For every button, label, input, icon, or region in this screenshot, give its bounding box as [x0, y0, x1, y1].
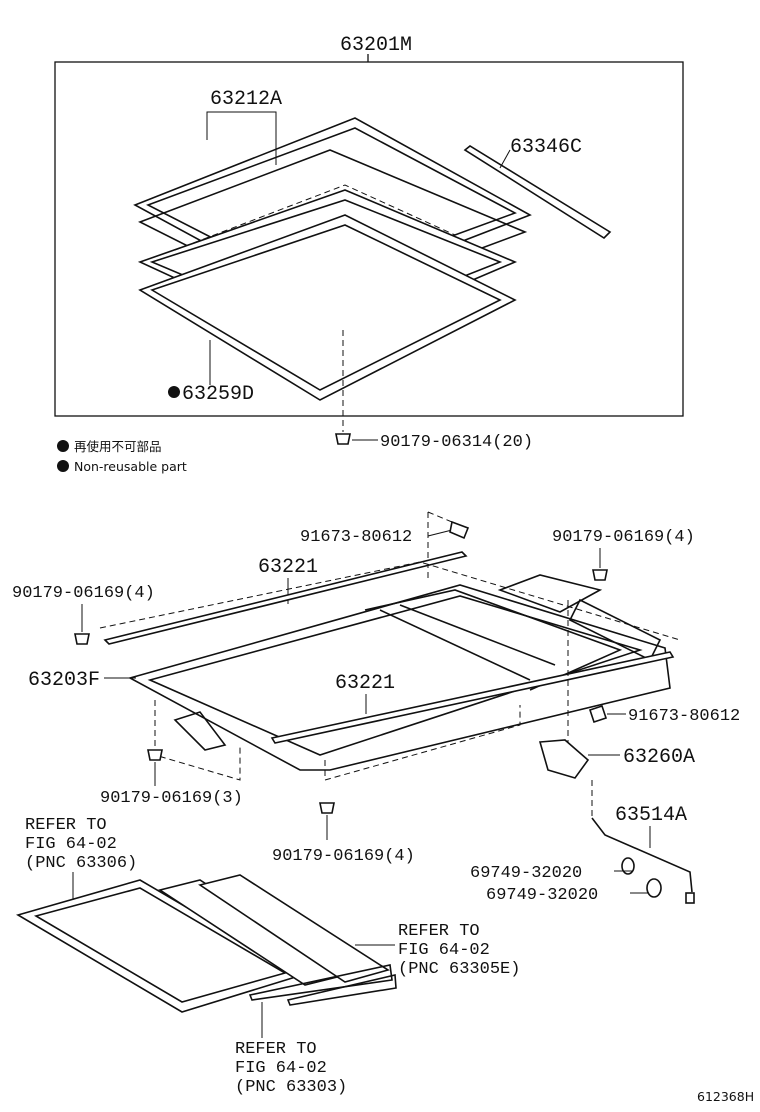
housing-dashline-left — [154, 700, 241, 781]
housing-63203f — [127, 574, 671, 771]
label-63221-upper[interactable]: 63221 — [258, 556, 318, 579]
label-91673-80612-top[interactable]: 91673-80612 — [300, 528, 412, 547]
sunshade-panels — [15, 874, 397, 1013]
ref1-line3[interactable]: (PNC 63306) — [25, 854, 137, 873]
ref1-line1[interactable]: REFER TO — [25, 816, 107, 835]
screw-91673-top — [449, 520, 470, 540]
ref2-line2[interactable]: FIG 64-02 — [398, 941, 490, 960]
drain-63221-lower — [270, 651, 675, 744]
label-69749-32020-a[interactable]: 69749-32020 — [470, 864, 582, 883]
clip-90179-bl — [147, 749, 163, 761]
ref3-line1[interactable]: REFER TO — [235, 1040, 317, 1059]
hose-63514a — [591, 817, 693, 893]
label-90179-06314[interactable]: 90179-06314(20) — [380, 433, 533, 452]
label-63514a[interactable]: 63514A — [615, 804, 687, 827]
label-63260a[interactable]: 63260A — [623, 746, 695, 769]
label-90179-06169-left[interactable]: 90179-06169(4) — [12, 584, 155, 603]
screw-top-dashline2 — [427, 511, 453, 523]
ref2-line1[interactable]: REFER TO — [398, 922, 480, 941]
assy-frame-box — [54, 61, 684, 417]
label-69749-32020-b[interactable]: 69749-32020 — [486, 886, 598, 905]
figure-id: 612368H — [697, 1089, 754, 1104]
leader-screw-top — [427, 529, 453, 537]
housing-dashline-bottom — [324, 705, 521, 781]
legend-jp: 再使用不可部品 — [74, 439, 162, 454]
legend-dot-jp — [57, 440, 69, 452]
glass-hidden-edge — [174, 184, 456, 251]
label-91673-80612-right[interactable]: 91673-80612 — [628, 707, 740, 726]
ref3-line2[interactable]: FIG 64-02 — [235, 1059, 327, 1078]
motor-63260a — [538, 739, 590, 779]
label-63221-lower[interactable]: 63221 — [335, 672, 395, 695]
label-90179-06169-bl[interactable]: 90179-06169(3) — [100, 789, 243, 808]
clamp-69749-b — [646, 878, 662, 898]
legend-en: Non-reusable part — [74, 459, 187, 474]
legend-dot-en — [57, 460, 69, 472]
clip-90179-tr — [592, 569, 608, 581]
label-63346c[interactable]: 63346C — [510, 136, 582, 159]
label-63201m[interactable]: 63201M — [340, 34, 412, 57]
weatherstrip-frames — [137, 189, 518, 401]
ref3-line3[interactable]: (PNC 63303) — [235, 1078, 347, 1097]
label-63212a[interactable]: 63212A — [210, 88, 282, 111]
label-63203f[interactable]: 63203F — [28, 669, 100, 692]
drain-63221-upper — [103, 551, 468, 645]
non-reusable-mark-63259d — [168, 386, 180, 398]
ref1-line2[interactable]: FIG 64-02 — [25, 835, 117, 854]
ref2-line3[interactable]: (PNC 63305E) — [398, 960, 520, 979]
leader-63346c — [499, 149, 511, 169]
clip-90179-bc — [319, 802, 335, 814]
screw-91673-right — [588, 704, 608, 724]
seal-strip-63346c — [463, 145, 612, 240]
label-90179-06169-tr[interactable]: 90179-06169(4) — [552, 528, 695, 547]
hose-end — [685, 892, 695, 904]
clamp-69749-a — [621, 857, 635, 875]
label-90179-06169-bc[interactable]: 90179-06169(4) — [272, 847, 415, 866]
clip-90179-06314 — [335, 433, 351, 445]
leader-63212a — [206, 111, 277, 165]
clip-90179-left — [74, 633, 90, 645]
label-63259d[interactable]: 63259D — [182, 383, 254, 406]
